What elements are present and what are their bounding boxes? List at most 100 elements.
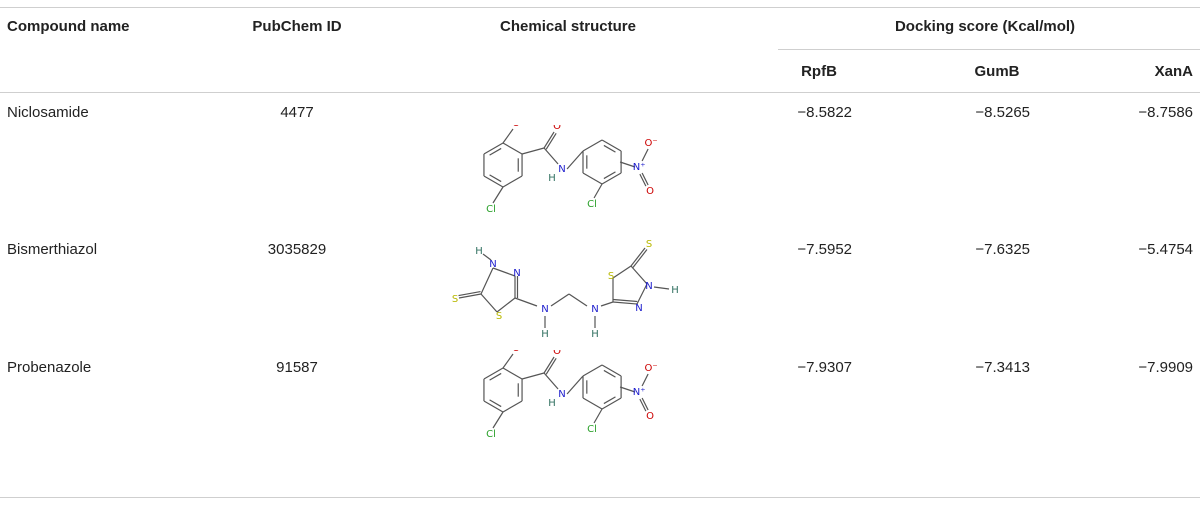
pubchem-id: 3035829 — [267, 241, 327, 258]
atom-label: N — [558, 164, 565, 175]
bond-line — [483, 367, 504, 380]
bond-line — [502, 353, 514, 369]
pubchem-id: 91587 — [276, 359, 318, 376]
header-chemical-structure: Chemical structure — [500, 18, 636, 35]
bond-line — [545, 358, 557, 375]
atom-label: H — [591, 329, 599, 340]
bond-line — [480, 267, 494, 295]
header-gumb: GumB — [974, 63, 1020, 80]
bond-line — [489, 372, 502, 381]
atom-label: N — [513, 268, 520, 279]
atom-label: N — [591, 304, 598, 315]
bond-line — [630, 265, 648, 285]
compound-name: Probenazole — [7, 359, 92, 376]
bond-line — [483, 142, 504, 155]
atom-label: O — [553, 125, 561, 132]
probenazole-structure-icon: OHClONHClN⁺O⁻O — [458, 350, 688, 460]
bond-line — [568, 293, 588, 307]
atom-label: O — [512, 350, 520, 354]
bond-line — [492, 186, 504, 204]
bond-line — [613, 298, 638, 303]
atom-label: H — [541, 329, 549, 340]
gumb-score: −7.3413 — [975, 359, 1030, 376]
xana-score: −5.4754 — [1138, 241, 1193, 258]
bond-line — [653, 286, 670, 290]
atom-label: S — [452, 294, 458, 305]
atom-label: H — [671, 285, 679, 296]
xana-score: −8.7586 — [1138, 104, 1193, 121]
rpfb-score: −8.5822 — [797, 104, 852, 121]
pubchem-id: 4477 — [280, 104, 314, 121]
bond-line — [543, 131, 555, 149]
atom-label: Cl — [587, 424, 597, 435]
table-top-rule — [0, 7, 1200, 8]
bond-line — [483, 175, 504, 188]
atom-label: N — [489, 259, 496, 270]
atom-label: Cl — [587, 199, 597, 210]
xana-score: −7.9909 — [1138, 359, 1193, 376]
atom-label: N⁺ — [633, 387, 646, 398]
atom-label: N⁺ — [633, 162, 646, 173]
bond-line — [582, 139, 603, 152]
bond-line — [619, 161, 636, 168]
bond-line — [543, 147, 559, 165]
gumb-score: −7.6325 — [975, 241, 1030, 258]
bond-line — [489, 399, 502, 408]
bond-line — [514, 297, 538, 307]
bond-line — [641, 397, 649, 411]
bond-line — [639, 398, 647, 412]
atom-label: H — [548, 173, 556, 184]
bond-line — [521, 147, 545, 155]
bond-line — [521, 372, 545, 380]
niclosamide-structure-icon: OHClONHClN⁺O⁻O — [458, 125, 688, 235]
atom-label: O⁻ — [645, 138, 658, 149]
bond-line — [492, 267, 516, 277]
rpfb-score: −7.9307 — [797, 359, 852, 376]
bond-line — [601, 172, 622, 185]
compound-name: Niclosamide — [7, 104, 89, 121]
atom-label: N — [635, 303, 642, 314]
bond-line — [636, 283, 648, 305]
bond-line — [458, 290, 481, 297]
bond-line — [502, 142, 523, 155]
atom-label: O — [512, 125, 520, 129]
compound-name: Bismerthiazol — [7, 241, 98, 258]
atom-label: S — [646, 239, 652, 250]
docking-subheader-rule — [778, 49, 1200, 50]
bond-line — [502, 367, 523, 380]
atom-label: Cl — [486, 204, 496, 215]
atom-label: O⁻ — [645, 363, 658, 374]
header-bottom-rule — [0, 92, 1200, 93]
bond-line — [489, 174, 502, 183]
atom-label: S — [608, 271, 614, 282]
bond-line — [483, 400, 504, 413]
atom-label: Cl — [486, 429, 496, 440]
bond-line — [502, 128, 514, 144]
atom-label: O — [646, 411, 654, 422]
bond-line — [601, 139, 622, 152]
bond-line — [601, 364, 622, 377]
atom-label: N — [558, 389, 565, 400]
bond-line — [603, 396, 616, 405]
bond-line — [612, 301, 638, 305]
bond-line — [593, 408, 603, 424]
atom-label: H — [548, 398, 556, 409]
bond-line — [612, 265, 632, 279]
bond-line — [603, 171, 616, 180]
bond-line — [630, 247, 646, 267]
bond-line — [543, 356, 555, 374]
bond-line — [603, 369, 616, 378]
header-xana: XanA — [1154, 63, 1193, 80]
bond-line — [639, 173, 647, 187]
bond-line — [482, 253, 492, 261]
bond-line — [550, 293, 570, 307]
bond-line — [582, 397, 603, 410]
bond-line — [641, 172, 649, 186]
bond-line — [603, 144, 616, 153]
bond-line — [632, 249, 648, 268]
atom-label: N — [541, 304, 548, 315]
atom-label: H — [475, 246, 483, 257]
bond-line — [545, 133, 557, 150]
